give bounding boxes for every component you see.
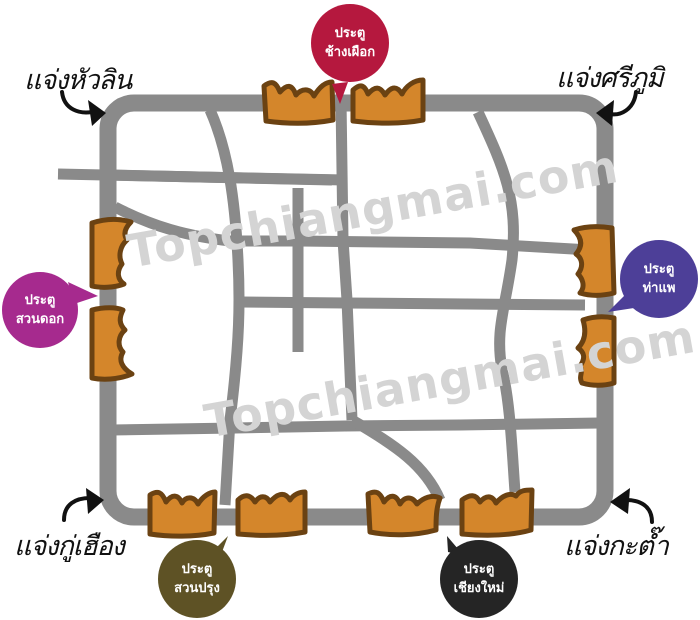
corner-label-ka-tam: แจ่งกะต๊ำ (564, 531, 669, 562)
arrow-icon-sri-phum (596, 90, 638, 126)
corner-label-hua-lin: แจ่งหัวลิน (24, 65, 132, 96)
wall-tha-phae-lower (575, 314, 617, 388)
road-h3 (239, 296, 586, 311)
corner-label-sri-phum: แจ่งศรีภูมิ (556, 63, 664, 94)
gate-bubble-line1: ประตู (181, 562, 213, 577)
wall-chiang-mai-left (365, 489, 443, 538)
wall-chang-phueak-left (261, 79, 336, 126)
wall-chang-phueak-right (350, 77, 426, 126)
wall-tha-phae-upper (571, 224, 617, 298)
wall-suan-dok-upper (89, 217, 134, 290)
gate-bubble-tha-phae[interactable]: ประตู ท่าแพ (620, 240, 698, 318)
gate-bubble-suan-dok[interactable]: ประตู สวนดอก (2, 272, 78, 348)
road-curve-se (349, 415, 446, 503)
road-network (57, 99, 601, 506)
corner-label-ku-hueang: แจ่งกู่เฮือง (14, 531, 125, 562)
road-v1 (204, 107, 245, 506)
wall-suan-prung-left (147, 489, 218, 539)
road-curve-nw (112, 202, 241, 248)
road-v3 (335, 99, 358, 421)
gate-bubble-line2: ช้างเผือก (324, 45, 376, 60)
gate-bubble-line1: ประตู (643, 262, 675, 277)
gate-bubble-line2: สวนปรุง (174, 581, 220, 596)
gate-bubble-line1: ประตู (24, 293, 56, 308)
gate-bubble-line2: เชียงใหม่ (453, 581, 505, 596)
gate-bubble-line2: ท่าแพ (642, 281, 676, 296)
arrow-icon-hua-lin (60, 90, 106, 126)
wall-suan-prung-right (235, 489, 308, 538)
road-v4 (473, 109, 521, 493)
gate-bubble-suan-prung[interactable]: ประตู สวนปรุง (158, 540, 236, 618)
arrow-icon-ka-tam (610, 488, 654, 524)
gate-bubble-line1: ประตู (334, 26, 366, 41)
gate-bubble-chiang-mai[interactable]: ประตู เชียงใหม่ (440, 540, 518, 618)
gate-bubble-chang-phueak[interactable]: ประตู ช้างเผือก (311, 4, 389, 82)
wall-chiang-mai-right (459, 487, 535, 538)
wall-suan-dok-lower (89, 305, 135, 382)
arrow-icon-ku-hueang (62, 488, 104, 522)
gate-bubble-line1: ประตู (463, 562, 495, 577)
road-h2 (240, 235, 591, 256)
road-h1-upper (109, 169, 333, 186)
bubble-tail-chang-phueak (332, 82, 348, 104)
gate-bubble-line2: สวนดอก (15, 312, 65, 327)
